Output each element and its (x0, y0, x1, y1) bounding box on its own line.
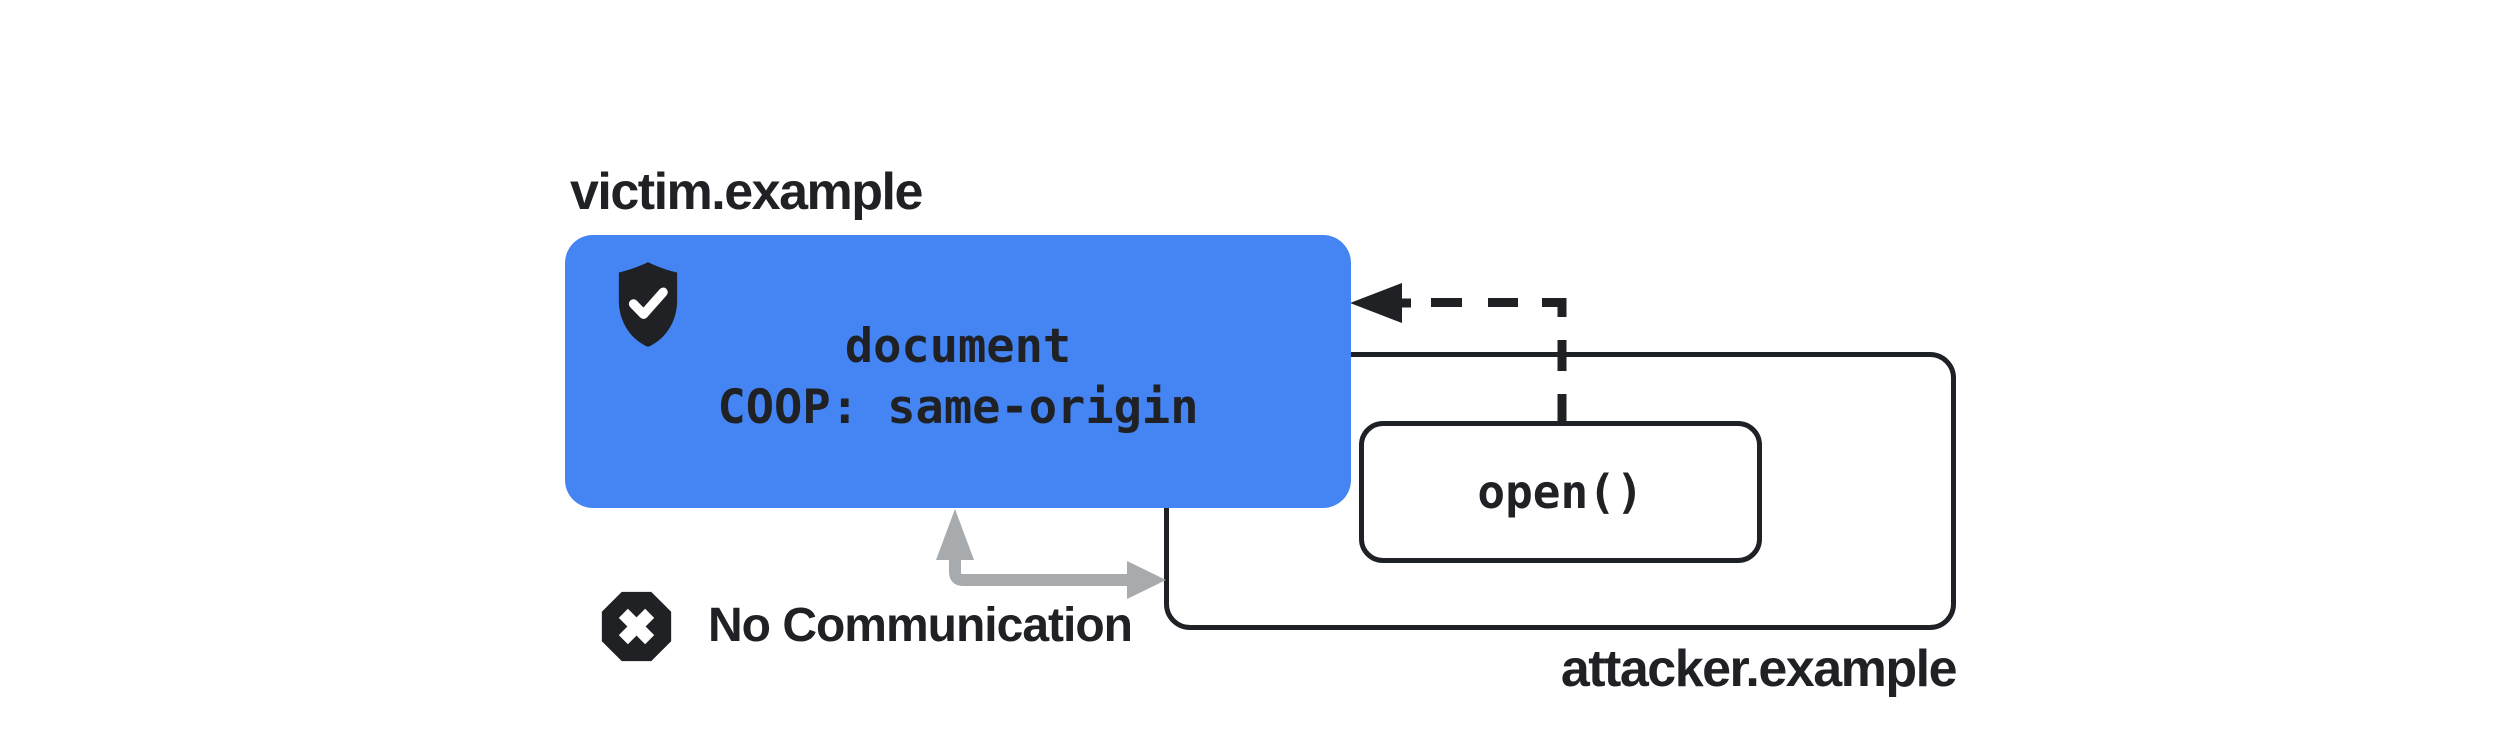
document-label: document (844, 318, 1072, 374)
open-call-box: open() (1359, 421, 1762, 563)
coop-header-label: COOP: same-origin (717, 379, 1199, 435)
open-call-label: open() (1477, 465, 1644, 519)
victim-domain-label: victim.example (570, 163, 923, 221)
shield-check-icon (618, 262, 678, 347)
no-communication-label: No Communication (708, 599, 1133, 652)
x-octagon-icon (601, 591, 672, 662)
blocked-communication-arrow-icon (936, 509, 1166, 599)
victim-window: document COOP: same-origin (565, 235, 1351, 508)
dashed-open-arrow-icon (1350, 283, 1567, 426)
attacker-domain-label: attacker.example (1560, 640, 1958, 698)
